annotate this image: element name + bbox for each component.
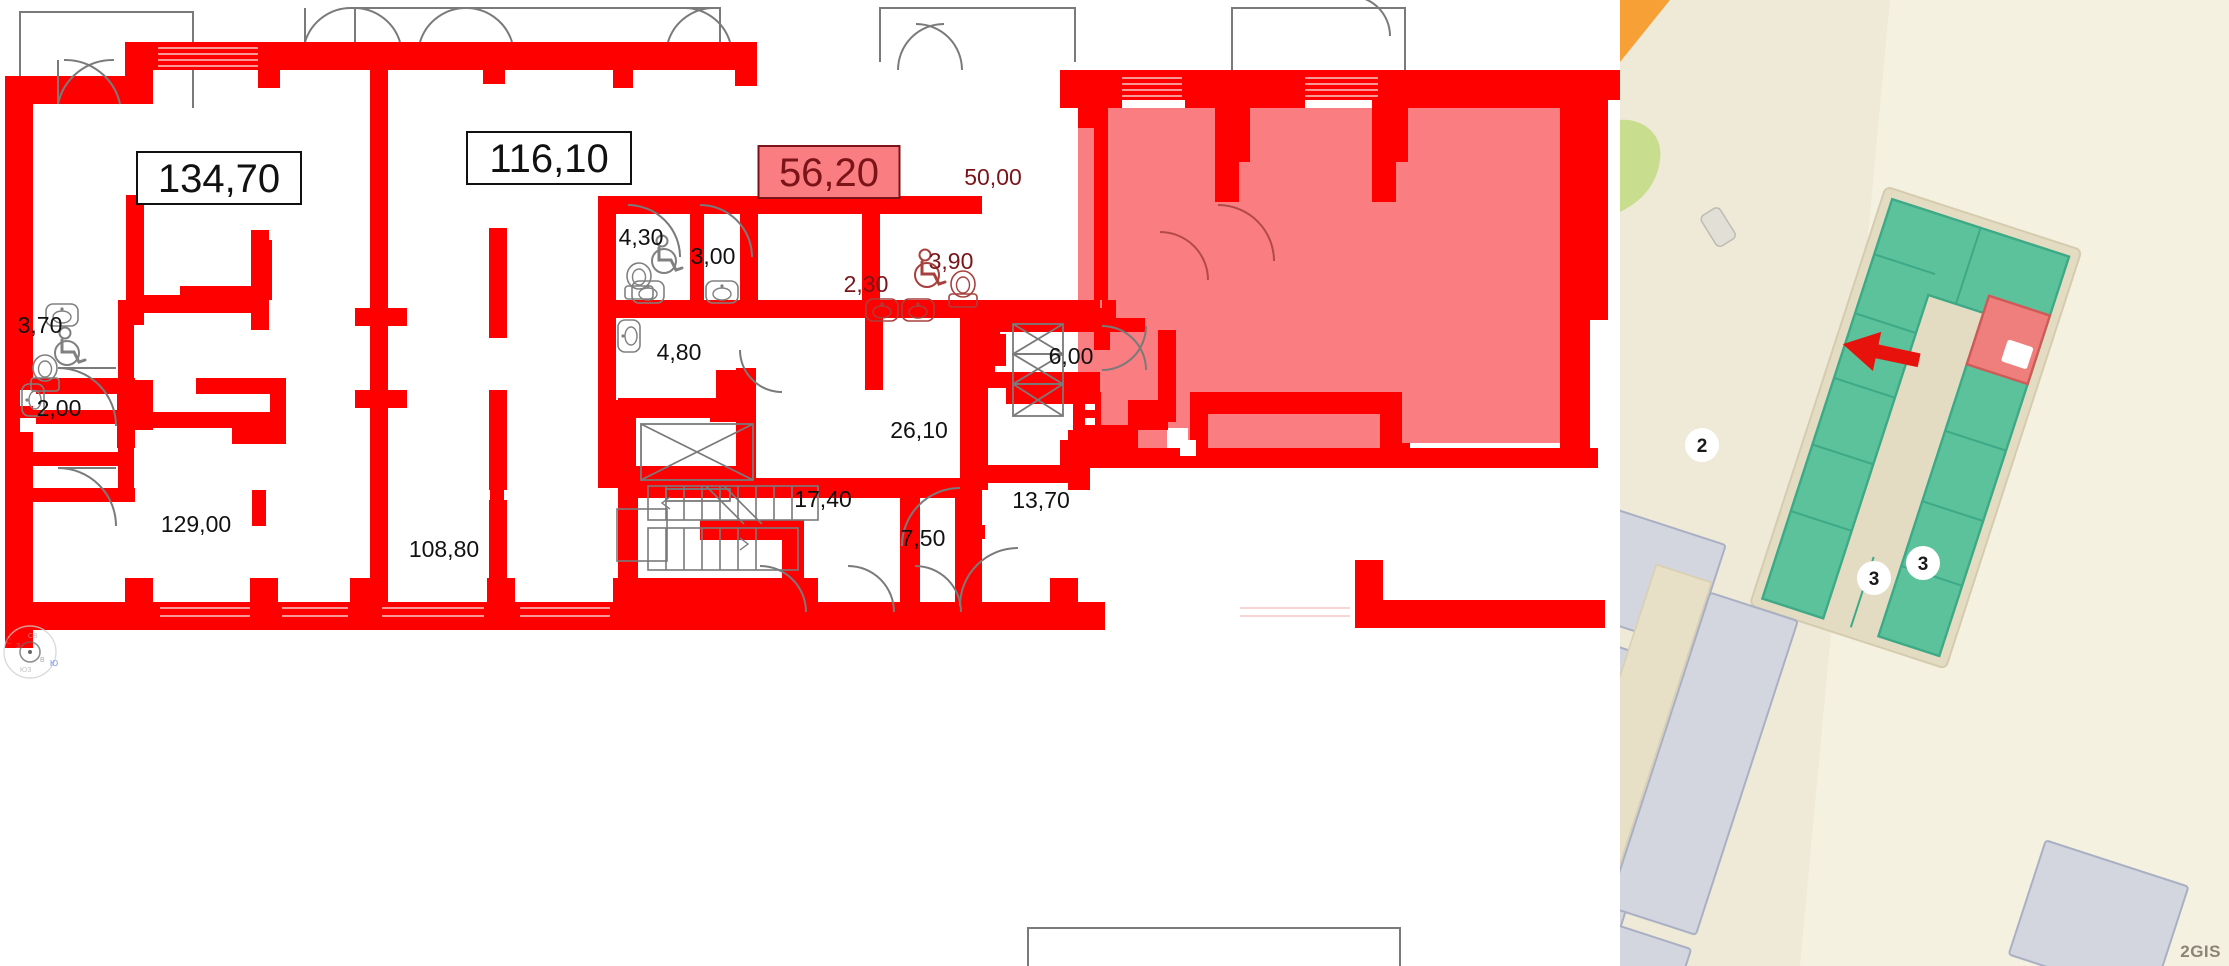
room-area-value: 26,10 [890,417,948,443]
compass-rose-icon: С Ю З В СВ ЮЗ [3,625,58,679]
room-area-value: 129,00 [161,511,231,537]
room-area-value: 3,70 [18,312,63,338]
room-area-value: 6,00 [1049,343,1094,369]
unit-area-value: 134,70 [158,157,280,201]
elevator-icon [1012,323,1064,417]
map-highlighted-unit[interactable] [1965,294,2052,386]
unit-area-badge[interactable]: 134,70 [136,151,302,205]
room-area-value: 50,00 [964,164,1022,190]
unit-area-value: 116,10 [489,137,608,181]
room-area-value: 3,90 [929,248,974,274]
stairs-icon [616,485,819,571]
svg-text:В: В [40,657,45,664]
map-entrance-marker-circle [1906,546,1940,580]
map-selected-building[interactable] [1760,197,2071,658]
room-area-value: 7,50 [901,525,946,551]
room-area-value: 4,30 [619,224,664,250]
location-map-pane[interactable]: 2 3 3 2GIS [1620,0,2229,966]
unit-area-value: 56,20 [779,151,879,195]
room-area-value: 4,80 [657,339,702,365]
map-attribution: 2GIS [2180,942,2221,961]
room-area-labels: 3,70 2,00 129,00 108,80 4,30 3,00 4,80 50,00 2,3… [18,164,1094,562]
map-entrance-marker[interactable]: 2 [1685,428,1719,462]
room-area-value: 2,30 [844,271,889,297]
map-small-structure [1700,207,1736,248]
map-building-bottom-right [2008,840,2189,966]
map-entrance-marker[interactable]: 3 [1857,561,1891,595]
unit-area-badge-box [757,145,901,199]
room-area-value: 108,80 [409,536,479,562]
walls-highlight-area [1060,70,1598,468]
boxed-area-labels: 134,70 116,10 56,20 [136,131,901,205]
unit-area-badge-box [136,151,302,205]
svg-text:Ю: Ю [50,659,58,668]
floor-plan-drawing[interactable]: 134,70 116,10 56,20 3,70 2,00 129,00 108,80 4,… [0,0,1620,966]
map-unit-pin [2001,339,2034,369]
pointer-arrow-icon [1842,331,1921,371]
floor-plan-pane[interactable]: 134,70 116,10 56,20 3,70 2,00 129,00 108,80 4,… [0,0,1620,966]
map-other-courtyards [1620,563,1713,966]
map-entrance-marker-label: 3 [1918,554,1929,575]
door-swings [57,0,1391,613]
svg-text:ЮЗ: ЮЗ [20,667,31,674]
window-stripes [158,47,1378,617]
unit-area-badge[interactable]: 56,20 [757,145,901,199]
map-entrance-marker[interactable]: 3 [1906,546,1940,580]
room-area-value: 3,00 [691,243,736,269]
map-entrance-marker-label: 3 [1869,569,1880,590]
location-map-drawing[interactable]: 2 3 3 [1620,0,2229,966]
svg-text:СВ: СВ [28,633,38,640]
elevator-icon-central [640,423,754,502]
unit-area-badge[interactable]: 116,10 [466,131,632,185]
svg-text:С: С [6,637,12,646]
room-area-value: 13,70 [1012,487,1070,513]
map-entrance-marker-label: 2 [1697,436,1708,457]
map-entrance-marker-circle [1685,428,1719,462]
svg-text:З: З [16,643,20,650]
unit-area-badge-box [466,131,632,185]
map-road-orange [1620,0,1670,62]
map-park-area [1620,119,1661,212]
map-entrance-marker-circle [1857,561,1891,595]
room-area-value: 2,00 [37,395,82,421]
room-area-value: 17,40 [794,486,852,512]
map-entrance-markers[interactable]: 2 3 3 [1685,428,1940,595]
